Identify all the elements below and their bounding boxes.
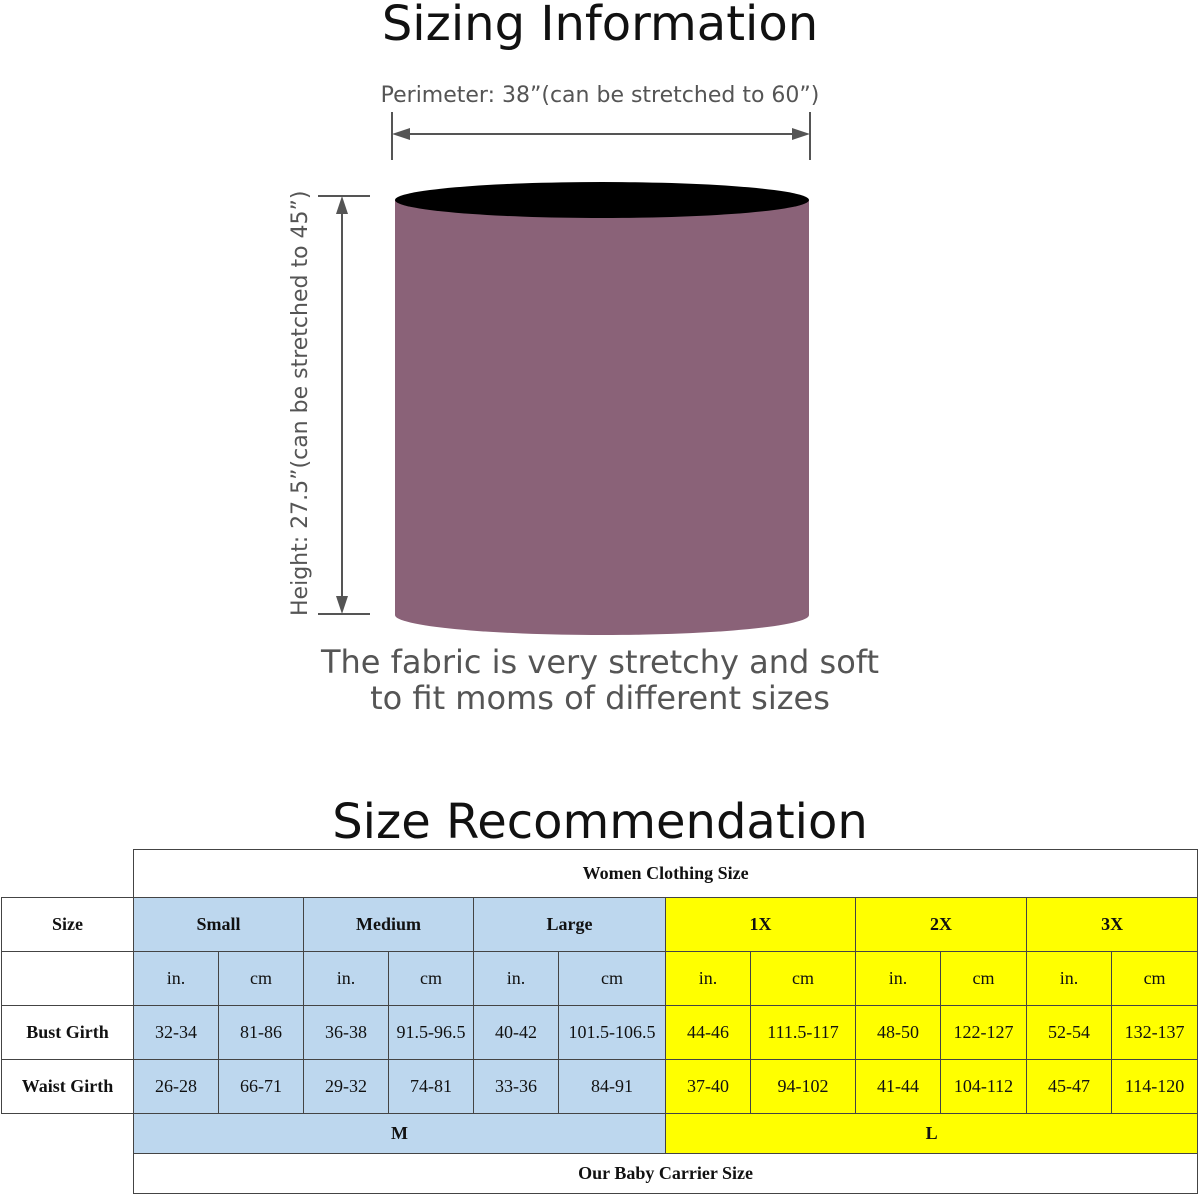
- unit-in: in.: [473, 951, 559, 1006]
- fabric-tube-diagram: [318, 112, 811, 635]
- unit-cm: cm: [750, 951, 856, 1006]
- table-cell: 52-54: [1026, 1005, 1112, 1060]
- table-row-bust-girth: Bust Girth 32-34 81-86 36-38 91.5-96.5 4…: [1, 1005, 1199, 1060]
- perimeter-arrow-left: [392, 128, 410, 140]
- unit-in: in.: [303, 951, 389, 1006]
- size-column-header: Size: [1, 897, 134, 952]
- table-cell: 26-28: [133, 1059, 219, 1114]
- table-cell: 84-91: [558, 1059, 666, 1114]
- unit-cm: cm: [558, 951, 666, 1006]
- table-cell: 111.5-117: [750, 1005, 856, 1060]
- fabric-tube-body: [395, 200, 809, 635]
- carrier-size-m: M: [133, 1113, 666, 1154]
- unit-in: in.: [855, 951, 941, 1006]
- table-cell: 74-81: [388, 1059, 474, 1114]
- table-cell: 94-102: [750, 1059, 856, 1114]
- table-row-waist-girth: Waist Girth 26-28 66-71 29-32 74-81 33-3…: [1, 1059, 1199, 1114]
- table-cell: 104-112: [940, 1059, 1027, 1114]
- units-row-label: [1, 951, 134, 1006]
- table-cell: 101.5-106.5: [558, 1005, 666, 1060]
- table-cell: 66-71: [218, 1059, 304, 1114]
- table-cell: 81-86: [218, 1005, 304, 1060]
- table-cell: 40-42: [473, 1005, 559, 1060]
- table-empty-left: [1, 1113, 134, 1154]
- size-1x: 1X: [665, 897, 856, 952]
- table-empty-corner: [1, 849, 134, 898]
- perimeter-label: Perimeter: 38”(can be stretched to 60”): [380, 83, 820, 108]
- unit-in: in.: [665, 951, 751, 1006]
- size-large: Large: [473, 897, 666, 952]
- height-label: Height: 27.5”(can be stretched to 45”): [288, 190, 313, 617]
- unit-cm: cm: [940, 951, 1027, 1006]
- unit-cm: cm: [1110, 951, 1199, 1006]
- size-3x: 3X: [1025, 897, 1199, 952]
- fabric-note: The fabric is very stretchy and soft to …: [0, 644, 1200, 716]
- table-cell: 32-34: [133, 1005, 219, 1060]
- row-label-waist-girth: Waist Girth: [1, 1059, 134, 1114]
- size-small: Small: [133, 897, 304, 952]
- carrier-size-l: L: [664, 1113, 1199, 1154]
- unit-in: in.: [1026, 951, 1112, 1006]
- women-clothing-size-header: Women Clothing Size: [132, 849, 1199, 898]
- size-medium: Medium: [303, 897, 474, 952]
- table-cell: 45-47: [1026, 1059, 1112, 1114]
- table-empty-left-bottom: [1, 1153, 134, 1194]
- height-arrow-bottom: [336, 596, 348, 614]
- table-cell: 36-38: [303, 1005, 389, 1060]
- unit-in: in.: [133, 951, 219, 1006]
- unit-cm: cm: [218, 951, 304, 1006]
- table-cell: 41-44: [855, 1059, 941, 1114]
- table-cell: 44-46: [665, 1005, 751, 1060]
- table-cell: 37-40: [665, 1059, 751, 1114]
- fabric-note-line-2: to fit moms of different sizes: [370, 679, 830, 717]
- table-cell: 132-137: [1110, 1005, 1199, 1060]
- height-arrow-top: [336, 196, 348, 214]
- unit-cm: cm: [388, 951, 474, 1006]
- size-recommendation-title: Size Recommendation: [332, 794, 868, 850]
- sizing-information-title: Sizing Information: [381, 0, 819, 52]
- size-recommendation-table: Women Clothing Size Size Small Medium La…: [1, 849, 1199, 1194]
- perimeter-arrow-right: [792, 128, 810, 140]
- table-cell: 48-50: [855, 1005, 941, 1060]
- fabric-note-line-1: The fabric is very stretchy and soft: [320, 643, 880, 681]
- table-cell: 122-127: [940, 1005, 1027, 1060]
- table-cell: 91.5-96.5: [388, 1005, 474, 1060]
- size-2x: 2X: [855, 897, 1027, 952]
- row-label-bust-girth: Bust Girth: [1, 1005, 134, 1060]
- table-cell: 114-120: [1110, 1059, 1199, 1114]
- table-cell: 29-32: [303, 1059, 389, 1114]
- baby-carrier-size-footer: Our Baby Carrier Size: [132, 1153, 1199, 1194]
- fabric-tube-opening: [395, 182, 809, 218]
- table-cell: 33-36: [473, 1059, 559, 1114]
